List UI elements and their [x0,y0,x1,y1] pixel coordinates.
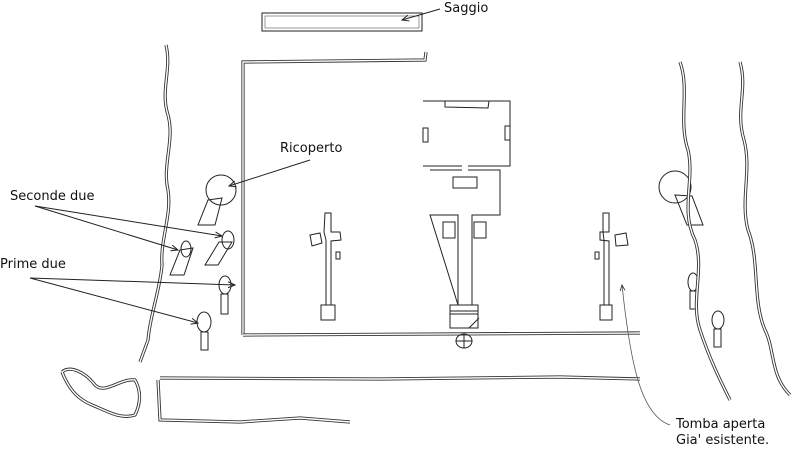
label-ricoperto: Ricoperto [280,141,342,156]
left-tomb-group [169,174,237,351]
label-saggio: Saggio [444,1,488,16]
central-tomb [422,100,511,329]
seconde-due-arrow-1 [34,205,178,250]
enclosure-walls [241,51,641,337]
label-tomba-aperta: Tomba aperta [675,417,765,432]
prime-due-arrow-1 [29,277,235,285]
saggio-trench [261,12,423,32]
label-gia-esistente: Gia' esistente. [676,433,769,448]
tomba-aperta-arrow [622,285,671,426]
circle-marker [455,333,473,349]
prime-due-arrow-2 [29,277,198,323]
label-prime-due: Prime due [0,257,66,272]
tomb-left [309,212,342,321]
label-seconde-due: Seconde due [10,189,94,204]
right-tomb-group [658,170,725,348]
wavy-boundaries [60,44,792,424]
ricoperto-arrow [229,159,311,186]
seconde-due-arrow-2 [34,205,222,236]
saggio-arrow [402,8,441,20]
tomb-right [594,212,629,321]
